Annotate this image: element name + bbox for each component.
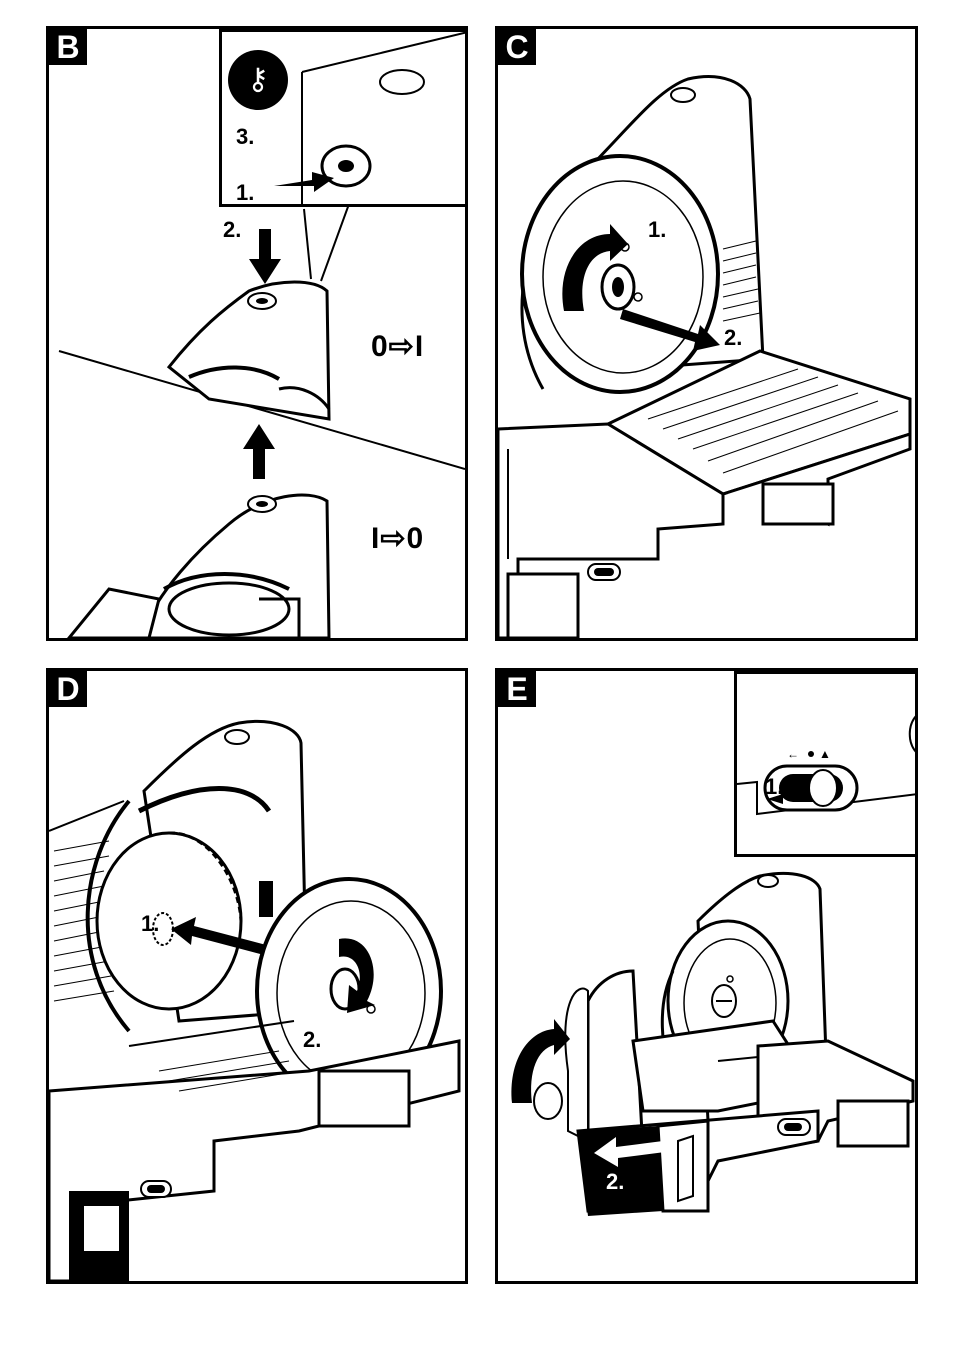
step-2-label: 2. <box>303 1027 321 1053</box>
inset-step-3: 3. <box>236 124 254 150</box>
panel-d: D <box>46 668 468 1284</box>
panel-c-illustration <box>498 29 915 638</box>
panel-b: B <box>46 26 468 641</box>
step-2-label: 2. <box>606 1169 624 1195</box>
panel-label-d: D <box>49 671 87 707</box>
panel-label-b: B <box>49 29 87 65</box>
switch-on-label: 0⇨I <box>371 329 424 364</box>
inset-step-1: 1. <box>236 180 254 206</box>
step-2-label: 2. <box>223 217 241 243</box>
inset-e-illustration: ← ▲ <box>737 674 918 854</box>
svg-text:←: ← <box>787 747 799 761</box>
panel-c: C <box>495 26 918 641</box>
key-icon: ⚷ <box>228 50 288 110</box>
panel-label-c: C <box>498 29 536 65</box>
panel-b-inset: ⚷ 3. 1. <box>219 29 468 207</box>
panel-e: E <box>495 668 918 1284</box>
panel-label-e: E <box>498 671 536 707</box>
svg-text:▲: ▲ <box>819 747 831 761</box>
panel-d-illustration <box>49 671 465 1281</box>
inset-step-1: 1. <box>765 774 783 800</box>
step-1-label: 1. <box>648 217 666 243</box>
panel-e-inset: ← ▲ 1. <box>734 671 918 857</box>
step-2-label: 2. <box>724 325 742 351</box>
key-lock-badge: ⚷ <box>228 50 288 110</box>
step-1-label: 1. <box>141 911 159 937</box>
switch-off-label: I⇨0 <box>371 521 424 556</box>
